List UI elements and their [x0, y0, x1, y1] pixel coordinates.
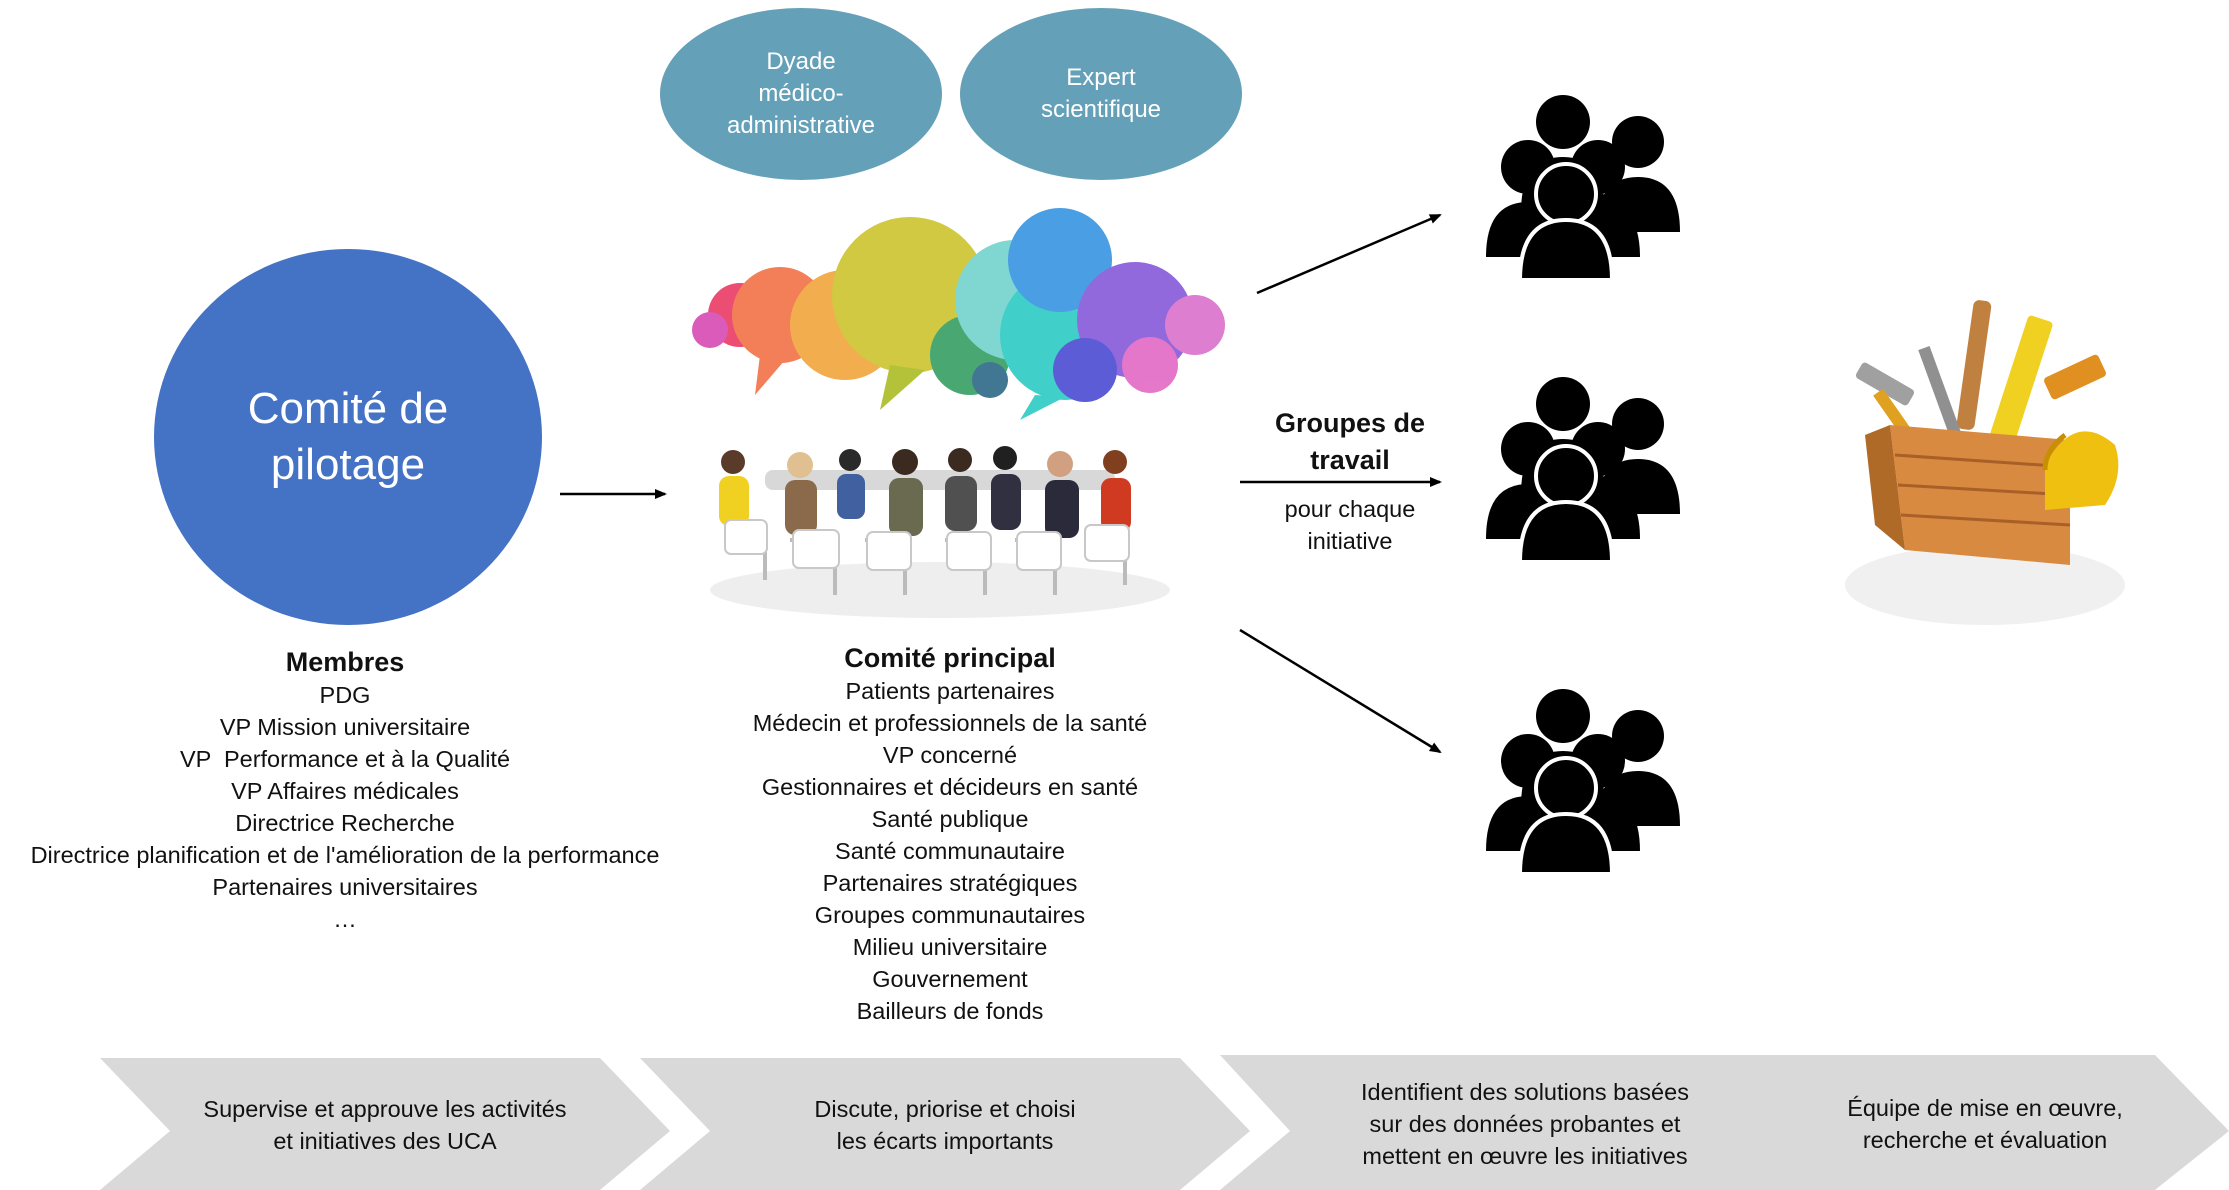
- main-committee-item: Gouvernement: [872, 966, 1028, 992]
- steering-committee-label: Comité de pilotage: [247, 384, 449, 489]
- step-3-label: Identifient des solutions basées sur des…: [1361, 1079, 1689, 1169]
- step-4-label-box: Équipe de mise en œuvre, recherche et év…: [1810, 1058, 2160, 1190]
- main-committee-item: Bailleurs de fonds: [856, 998, 1044, 1024]
- main-committee-item: Santé publique: [871, 806, 1029, 832]
- toolbox-icon: [1845, 300, 2125, 625]
- step-1-label: Supervise et approuve les activités et i…: [203, 1096, 567, 1154]
- main-committee-item: VP concerné: [882, 742, 1018, 768]
- main-committee-item: Milieu universitaire: [852, 934, 1048, 960]
- step-3-label-box: Identifient des solutions basées sur des…: [1290, 1058, 1760, 1190]
- members-item: PDG: [319, 682, 371, 708]
- speech-bubbles-icon: [692, 208, 1225, 420]
- chevron-step-4: [1740, 1055, 2229, 1190]
- oval-expert: Expert scientifique: [960, 8, 1242, 180]
- members-item: VP Mission universitaire: [219, 714, 471, 740]
- work-groups-label: Groupes de travail pour chaque initiativ…: [1225, 405, 1475, 557]
- main-committee-item: Gestionnaires et décideurs en santé: [761, 774, 1139, 800]
- step-4-label: Équipe de mise en œuvre, recherche et év…: [1847, 1095, 2123, 1153]
- main-committee-item: Médecin et professionnels de la santé: [752, 710, 1148, 736]
- step-2-label: Discute, priorise et choisi les écarts i…: [814, 1096, 1076, 1154]
- group-people-icon: [1486, 95, 1680, 282]
- main-committee-list: Comité principal Patients partenaires Mé…: [700, 641, 1200, 1027]
- main-committee-item: Santé communautaire: [835, 838, 1065, 864]
- oval-expert-label: Expert scientifique: [1040, 64, 1162, 123]
- step-2-label-box: Discute, priorise et choisi les écarts i…: [710, 1060, 1180, 1190]
- members-item: …: [333, 906, 357, 932]
- oval-dyade-label: Dyade médico- administrative: [726, 48, 876, 139]
- members-item: Directrice planification et de l'amélior…: [30, 842, 660, 868]
- meeting-people-icon: [710, 446, 1170, 618]
- main-committee-item: Groupes communautaires: [814, 902, 1086, 928]
- members-item: Partenaires universitaires: [212, 874, 478, 900]
- chevron-step-1: [100, 1058, 670, 1190]
- members-item: VP Performance et à la Qualité: [179, 746, 511, 772]
- work-groups-subtitle: pour chaque initiative: [1284, 496, 1416, 554]
- steering-committee-circle: Comité de pilotage: [154, 249, 542, 625]
- members-list: Membres PDG VP Mission universitaire VP …: [0, 645, 690, 935]
- main-committee-heading: Comité principal: [844, 643, 1056, 673]
- members-item: VP Affaires médicales: [231, 778, 459, 804]
- oval-dyade: Dyade médico- administrative: [660, 8, 942, 180]
- members-heading: Membres: [285, 647, 405, 677]
- members-item: Directrice Recherche: [235, 810, 455, 836]
- work-groups-title: Groupes de travail: [1274, 408, 1426, 475]
- group-people-icon: [1486, 377, 1680, 564]
- step-1-label-box: Supervise et approuve les activités et i…: [170, 1060, 600, 1190]
- group-people-icon: [1486, 689, 1680, 876]
- chevron-step-2: [640, 1058, 1250, 1190]
- chevron-step-3: [1220, 1055, 1830, 1190]
- main-committee-item: Patients partenaires: [845, 678, 1055, 704]
- main-committee-item: Partenaires stratégiques: [822, 870, 1078, 896]
